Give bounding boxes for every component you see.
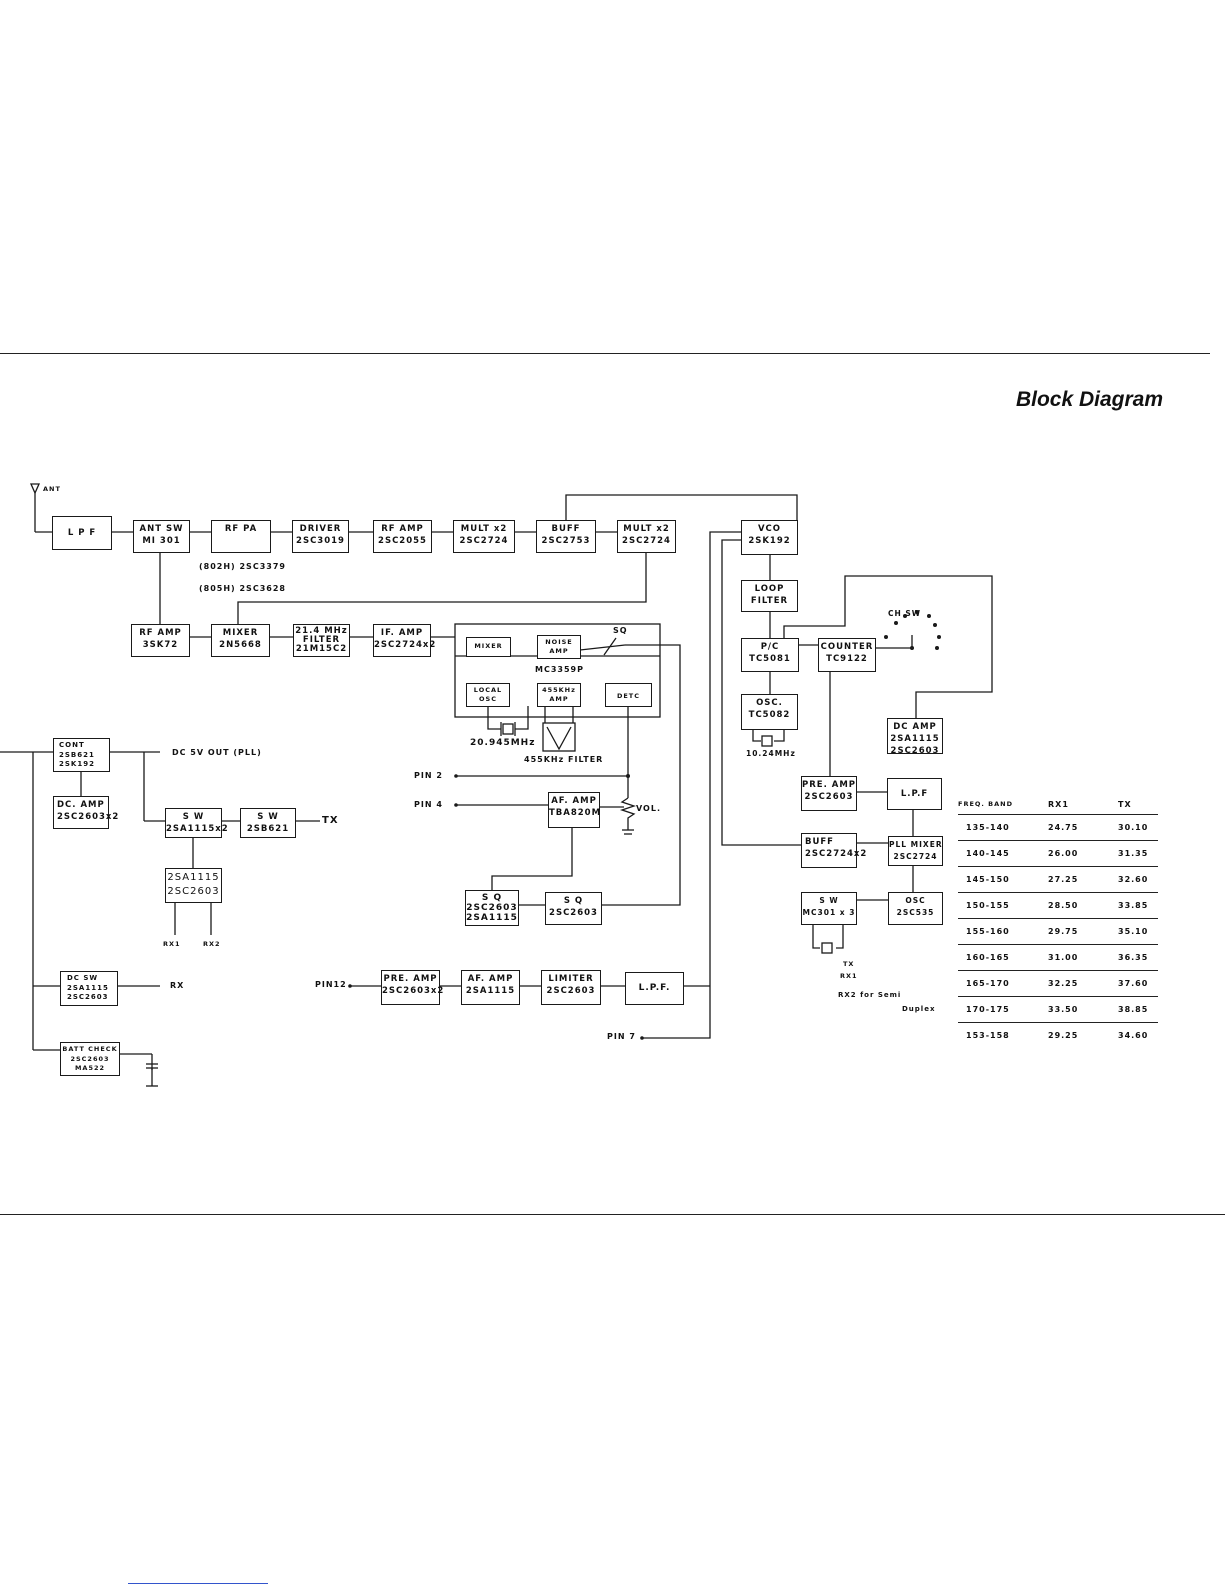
- antenna-icon: [29, 483, 41, 495]
- pin4-label: PIN 4: [414, 800, 443, 809]
- table-header-tx: TX: [1118, 800, 1132, 809]
- block-lpf-pll: L.P.F: [887, 778, 942, 810]
- block-rf-pa: RF PA: [211, 520, 271, 553]
- xtal-10-label: 10.24MHz: [746, 749, 796, 758]
- dc5v-label: DC 5V OUT (PLL): [172, 748, 262, 757]
- block-mc-detc: DETC: [605, 683, 652, 707]
- mc3359p-label: MC3359P: [535, 665, 584, 674]
- block-mc-mixer: MIXER: [466, 637, 511, 657]
- tx-sw-label: TX: [843, 960, 855, 968]
- rx2-label: RX2: [203, 940, 221, 948]
- rf-pa-802-label: (802H) 2SC3379: [199, 562, 286, 571]
- rf-pa-805-label: (805H) 2SC3628: [199, 584, 286, 593]
- block-osc-pll: OSC.TC5082: [741, 694, 798, 730]
- pin2-label: PIN 2: [414, 771, 443, 780]
- bottom-link-underline: [128, 1583, 268, 1584]
- antenna-label: ANT: [43, 485, 61, 493]
- pin12-label: PIN12: [315, 980, 347, 989]
- table-header-band: FREQ. BAND: [958, 800, 1013, 808]
- rx-out-label: RX: [170, 981, 185, 990]
- table-header-row: FREQ. BAND RX1 TX: [958, 792, 1158, 815]
- xtal-20-label: 20.945MHz: [470, 738, 536, 748]
- sheet-top-border: [0, 353, 1210, 354]
- sheet-bottom-border: [0, 1214, 1225, 1215]
- vol-label: VOL.: [636, 804, 661, 813]
- block-lpf-af: L.P.F.: [625, 972, 684, 1005]
- tx-out-label: TX: [322, 815, 339, 826]
- rx1-label: RX1: [163, 940, 181, 948]
- duplex-label: Duplex: [902, 1005, 936, 1013]
- pin7-label: PIN 7: [607, 1032, 636, 1041]
- rx2-note-label: RX2 for Semi: [838, 991, 902, 999]
- rx1-sw-label: RX1: [840, 972, 858, 980]
- table-header-rx1: RX1: [1048, 800, 1069, 809]
- block-lpf-ant: L P F: [52, 516, 112, 550]
- page-title: Block Diagram: [1015, 388, 1163, 411]
- sq-label: SQ: [613, 626, 628, 635]
- ch-sw-label: CH SW: [888, 609, 922, 618]
- filter-455-label: 455KHz FILTER: [524, 755, 604, 764]
